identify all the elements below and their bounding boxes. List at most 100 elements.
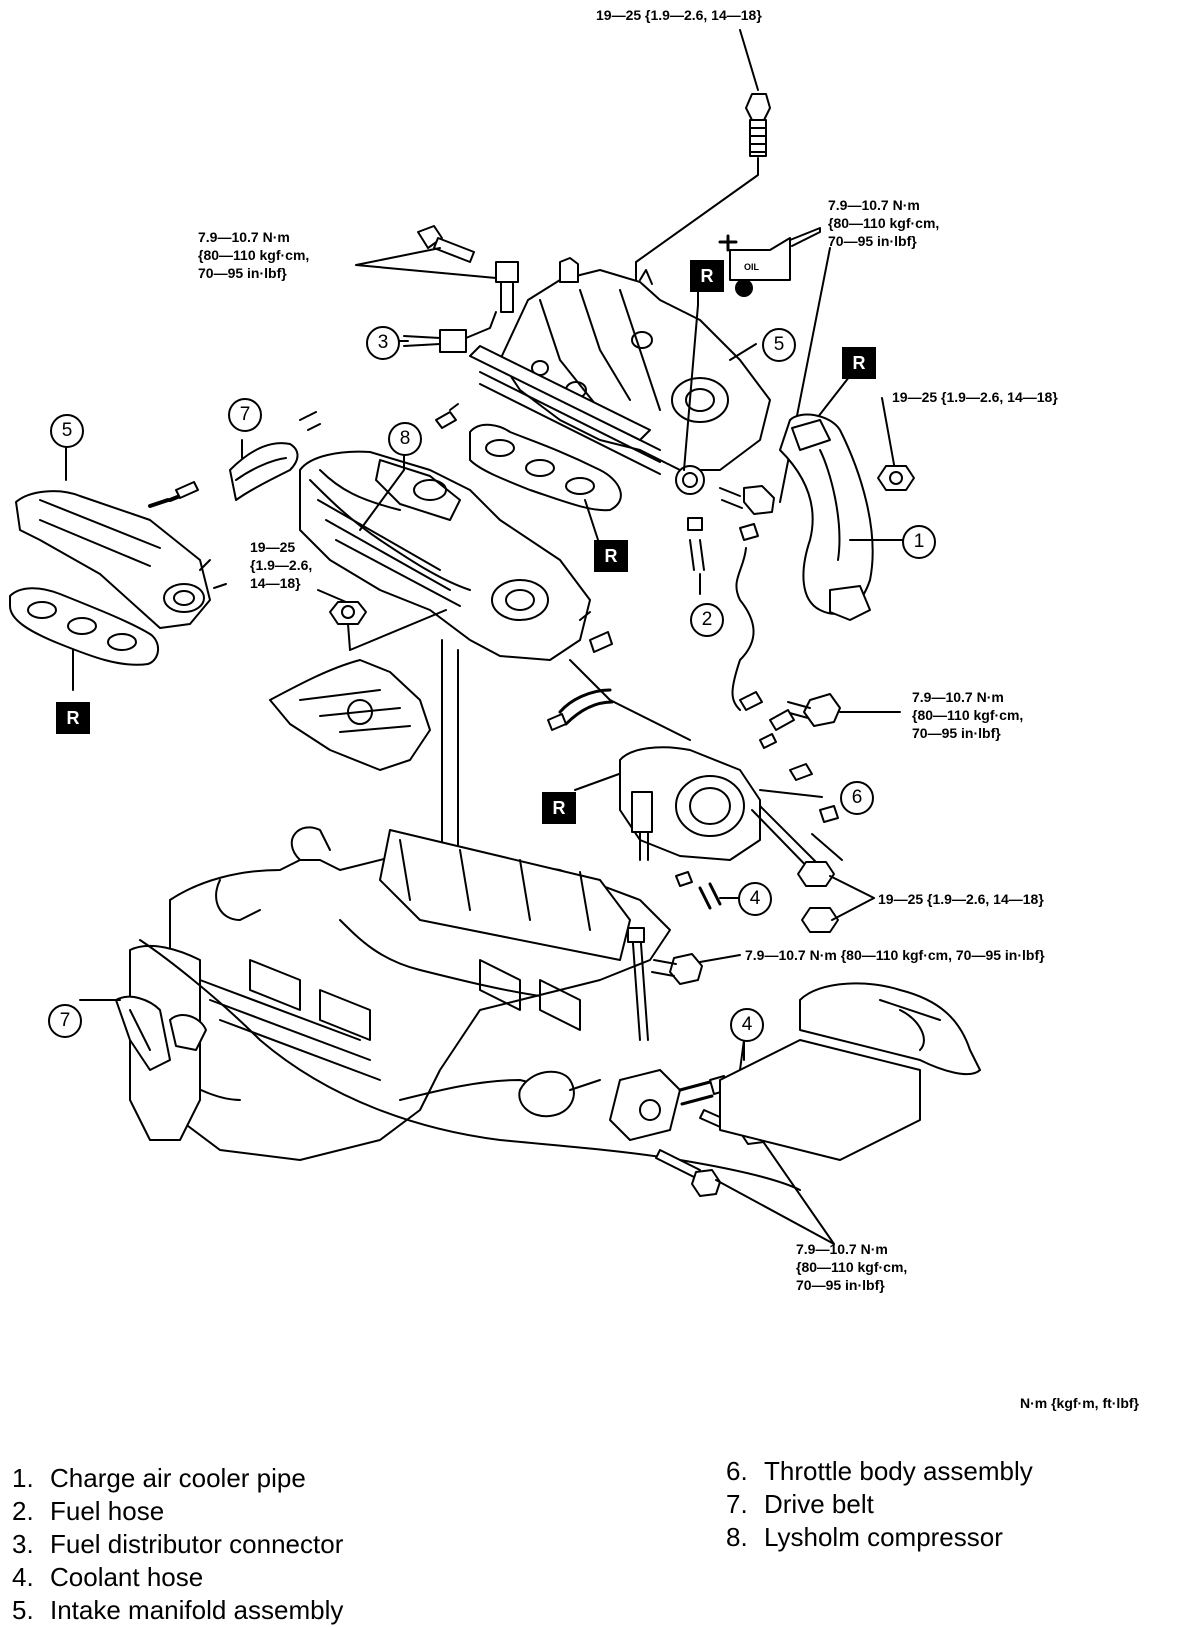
torque-left-line-2: {80—110 kgf·cm, [198, 247, 310, 263]
torque-top-bolt: 19—25 {1.9—2.6, 14—18} [596, 7, 762, 23]
callout-5-left: 5 [50, 414, 84, 448]
engine-lower-outline [139, 939, 801, 1191]
clip-hoses-mid [739, 691, 795, 749]
callout-2: 2 [690, 603, 724, 637]
torque-right-middle: 7.9—10.7 N·m {80—110 kgf·cm, 70—95 in·lb… [912, 688, 1023, 742]
intake-gasket-left [9, 587, 159, 666]
compressor-nut [329, 601, 367, 625]
legend-item-2: 2.Fuel hose [12, 1496, 165, 1526]
legend-right: 6.Throttle body assembly 7.Drive belt 8.… [726, 1455, 1033, 1554]
coolant-hose-4-upper [698, 882, 722, 910]
callout-8: 8 [388, 422, 422, 456]
torque-right-upper: 7.9—10.7 N·m {80—110 kgf·cm, 70—95 in·lb… [828, 196, 939, 250]
torque-right-middle-line-3: 70—95 in·lbf} [912, 725, 1001, 741]
dipstick-cap [627, 927, 645, 943]
clip-left [435, 403, 459, 429]
callout-4-lower: 4 [730, 1008, 764, 1042]
legend-left: 1.Charge air cooler pipe 2.Fuel hose 3.F… [12, 1462, 343, 1627]
leader-compressor-nut [317, 589, 347, 603]
drive-belt-bottom [115, 995, 171, 1071]
coolant-hose-upper [558, 688, 614, 726]
leader-compressor-nut-down [347, 609, 447, 651]
torque-right-upper-line-3: 70—95 in·lbf} [828, 233, 917, 249]
legend-item-7: 7.Drive belt [726, 1489, 874, 1519]
torque-throttle-bolts: 19—25 {1.9—2.6, 14—18} [878, 891, 1044, 907]
engine-lower-outline-2 [399, 1079, 561, 1101]
engine-cover-right [719, 982, 981, 1161]
leader-center-bolt [699, 954, 741, 963]
engine-block [159, 826, 671, 1161]
callout-4-upper: 4 [738, 882, 772, 916]
leader-callout-5-right [729, 343, 757, 361]
torque-right-upper-line-2: {80—110 kgf·cm, [828, 215, 940, 231]
callout-7-bottom: 7 [48, 1004, 82, 1038]
torque-right-middle-line-2: {80—110 kgf·cm, [912, 707, 1024, 723]
throttle-body [619, 746, 761, 887]
legend-item-8: 8.Lysholm compressor [726, 1522, 1003, 1552]
replace-badge-gasket-left: R [56, 702, 90, 734]
lysholm-compressor [299, 450, 591, 661]
leader-throttle-bolts [829, 875, 875, 921]
callout-1: 1 [902, 525, 936, 559]
torque-left-line-3: 70—95 in·lbf} [198, 265, 287, 281]
left-bolt-a [417, 225, 475, 263]
fuel-hose [687, 517, 759, 711]
torque-bottom-line-3: 70—95 in·lbf} [796, 1277, 885, 1293]
torque-bottom-line-1: 7.9—10.7 N·m [796, 1241, 888, 1257]
fuel-rail [469, 345, 705, 495]
callout-7-top: 7 [228, 398, 262, 432]
left-bolt-b [495, 261, 519, 313]
leader-bottom-bolts [715, 1139, 835, 1245]
throttle-linkage [751, 763, 843, 933]
leader-throttle-up [569, 659, 691, 741]
intake-gasket-upper [469, 423, 622, 512]
right-middle-bolt [785, 693, 841, 727]
torque-right-nut: 19—25 {1.9—2.6, 14—18} [892, 389, 1058, 405]
replace-badge-gasket-upper: R [594, 540, 628, 572]
torque-compressor-nut: 19—25 {1.9—2.6, 14—18} [250, 538, 312, 592]
replace-badge-manifold: R [690, 260, 724, 292]
coolant-valve-lower [609, 1069, 729, 1141]
leader-r-gasket [584, 499, 601, 547]
replace-badge-cooler-pipe: R [842, 347, 876, 379]
leader-callout-6 [759, 789, 823, 798]
legend-item-6: 6.Throttle body assembly [726, 1456, 1033, 1486]
charge-air-cooler-pipe [779, 413, 874, 621]
torque-compressor-line-3: 14—18} [250, 575, 301, 591]
callout-6: 6 [840, 781, 874, 815]
right-nut [877, 465, 915, 491]
legend-item-1: 1.Charge air cooler pipe [12, 1463, 306, 1493]
legend-item-3: 3.Fuel distributor connector [12, 1529, 344, 1559]
oil-label: OIL [744, 262, 759, 272]
torque-left-line-1: 7.9—10.7 N·m [198, 229, 290, 245]
thermostat-housing [518, 1070, 601, 1118]
coolant-hose-clip [547, 713, 567, 731]
intake-manifold-left [15, 490, 227, 629]
left-hose-b [175, 481, 199, 499]
dipstick [631, 929, 649, 1041]
callout-5-right: 5 [762, 328, 796, 362]
fuel-distributor-connector [403, 311, 497, 353]
heat-shield [269, 659, 431, 771]
drive-belt-top [229, 442, 299, 501]
leader-top-bolt [739, 29, 759, 91]
torque-center-bolt: 7.9—10.7 N·m {80—110 kgf·cm, 70—95 in·lb… [745, 947, 1045, 963]
torque-left-bolts: 7.9—10.7 N·m {80—110 kgf·cm, 70—95 in·lb… [198, 228, 309, 282]
leader-left-bolts [355, 247, 497, 279]
torque-compressor-line-1: 19—25 [250, 539, 296, 555]
intake-manifold-upper [479, 257, 771, 475]
oil-can-icon [718, 227, 821, 297]
callout-3: 3 [366, 326, 400, 360]
torque-right-upper-line-1: 7.9—10.7 N·m [828, 197, 920, 213]
torque-bottom-line-2: {80—110 kgf·cm, [796, 1259, 908, 1275]
replace-badge-throttle: R [542, 792, 576, 824]
torque-compressor-line-2: {1.9—2.6, [250, 557, 313, 573]
legend-item-4: 4.Coolant hose [12, 1562, 204, 1592]
torque-bottom-bolts: 7.9—10.7 N·m {80—110 kgf·cm, 70—95 in·lb… [796, 1240, 907, 1294]
leader-right-nut [881, 397, 896, 471]
right-upper-bolt [719, 485, 775, 515]
torque-right-middle-line-1: 7.9—10.7 N·m [912, 689, 1004, 705]
center-bolt [651, 953, 703, 985]
top-bolt [745, 93, 771, 157]
